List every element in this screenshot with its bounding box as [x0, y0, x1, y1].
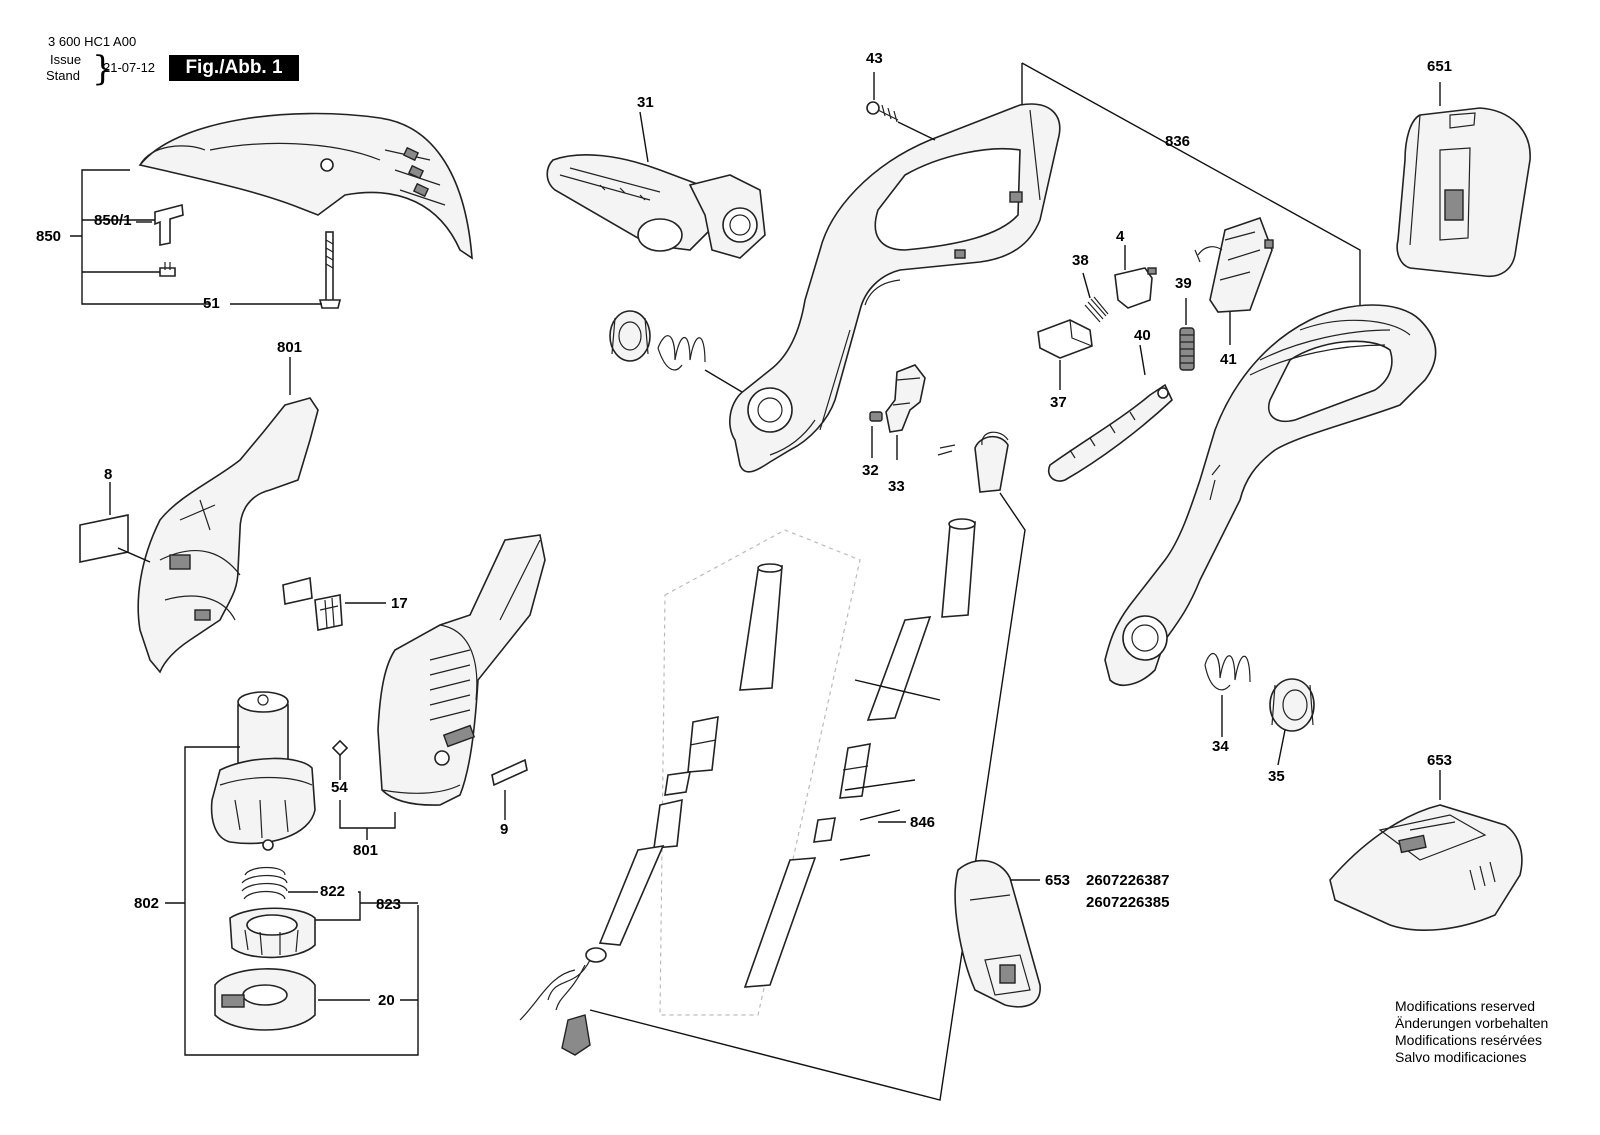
callout-32: 32 — [862, 462, 879, 479]
part-32-spring — [869, 411, 883, 422]
part-38-spring — [1084, 296, 1109, 323]
callout-836: 836 — [1165, 133, 1191, 150]
part-cable-harness — [519, 947, 607, 1056]
part-31-auxiliary-handle — [546, 154, 766, 259]
part-17-pads — [282, 576, 343, 631]
callout-822: 822 — [320, 883, 346, 900]
callout-40: 40 — [1134, 327, 1151, 344]
part-801-housing-lower — [377, 534, 546, 806]
part-850-guard-hood — [138, 112, 473, 260]
part-836-housing-right — [1104, 304, 1437, 686]
callout-801-top: 801 — [277, 339, 303, 356]
callout-850-1: 850/1 — [94, 212, 132, 229]
part-35-knob — [1269, 678, 1315, 732]
callout-43: 43 — [866, 50, 883, 67]
part-823-spool — [229, 907, 316, 959]
part-9-label — [491, 758, 528, 787]
callout-38: 38 — [1072, 252, 1089, 269]
note-de: Änderungen vorbehalten — [1395, 1015, 1549, 1031]
part-tube-middle-right — [866, 616, 932, 721]
note-en: Modifications reserved — [1395, 998, 1536, 1014]
part-34-spring — [1204, 653, 1251, 691]
part-tube-upper-left — [739, 563, 783, 691]
part-40-switch-bar — [1047, 383, 1173, 482]
issue-label: Issue — [50, 52, 82, 67]
callout-41: 41 — [1220, 351, 1237, 368]
part-653-charger — [1329, 804, 1523, 931]
callout-8: 8 — [104, 466, 113, 483]
part-653-battery-adapter — [954, 859, 1041, 1008]
callout-653-charger: 653 — [1427, 752, 1453, 769]
callout-39: 39 — [1175, 275, 1192, 292]
part-33-lock-button — [885, 364, 926, 433]
part-802-motor — [210, 691, 316, 851]
part-number-2607226385: 2607226385 — [1086, 894, 1170, 911]
figure-badge: Fig./Abb. 1 — [169, 55, 299, 81]
issue-date: 21-07-12 — [103, 60, 156, 75]
callout-802: 802 — [134, 895, 160, 912]
part-4-switch-lever — [1114, 267, 1157, 309]
callout-37: 37 — [1050, 394, 1067, 411]
callout-17: 17 — [391, 595, 408, 612]
part-clamp-left-1 — [687, 716, 719, 773]
part-knob-left — [609, 310, 651, 362]
part-clamp-left-2 — [653, 798, 683, 849]
part-51-screw-long — [318, 231, 342, 309]
part-clamp-right-1 — [839, 743, 871, 799]
callout-801-bottom: 801 — [353, 842, 379, 859]
part-850-1-bracket — [154, 203, 184, 246]
part-tube-upper-right — [941, 518, 976, 618]
part-spring-left — [657, 335, 706, 371]
callout-34: 34 — [1212, 738, 1229, 755]
callout-35: 35 — [1268, 768, 1285, 785]
part-822-spring — [241, 866, 288, 900]
callout-653-adapter: 653 — [1045, 872, 1071, 889]
document-number: 3 600 HC1 A00 — [48, 34, 137, 49]
note-fr: Modifications resérvées — [1395, 1032, 1543, 1048]
part-51-screw-short — [159, 262, 176, 277]
callout-20: 20 — [378, 992, 395, 1009]
callout-54: 54 — [331, 779, 348, 796]
callout-823: 823 — [376, 896, 402, 913]
callout-31: 31 — [637, 94, 654, 111]
callout-651: 651 — [1427, 58, 1453, 75]
part-39-spring — [1179, 327, 1195, 371]
part-801-housing-upper — [137, 397, 319, 674]
part-clip-left — [664, 771, 692, 796]
part-clip-right — [813, 817, 836, 843]
part-tube-lower-left — [598, 844, 665, 946]
part-43-screw — [866, 101, 899, 123]
callout-9: 9 — [500, 821, 509, 838]
part-37-switch-button — [1037, 319, 1093, 359]
part-41-switch-module — [1194, 216, 1274, 313]
part-54-nut — [331, 739, 349, 757]
part-tube-lower-right — [743, 857, 817, 988]
part-number-2607226387: 2607226387 — [1086, 872, 1170, 889]
brace-symbol: } — [92, 49, 114, 89]
callout-850: 850 — [36, 228, 62, 245]
callout-4: 4 — [1116, 228, 1125, 245]
part-connector-plug — [937, 431, 1009, 493]
callout-846: 846 — [910, 814, 936, 831]
callout-33: 33 — [888, 478, 905, 495]
shaft-dashed-outline — [659, 529, 861, 1016]
stand-label: Stand — [46, 68, 80, 83]
note-es: Salvo modificaciones — [1395, 1049, 1527, 1065]
part-20-spool-cap — [214, 968, 316, 1031]
part-8-label — [79, 514, 129, 563]
modifications-note: Modifications reserved Änderungen vorbeh… — [1395, 998, 1548, 1066]
part-651-battery — [1396, 107, 1531, 278]
callout-51: 51 — [203, 295, 220, 312]
part-836-housing-left — [729, 103, 1061, 473]
